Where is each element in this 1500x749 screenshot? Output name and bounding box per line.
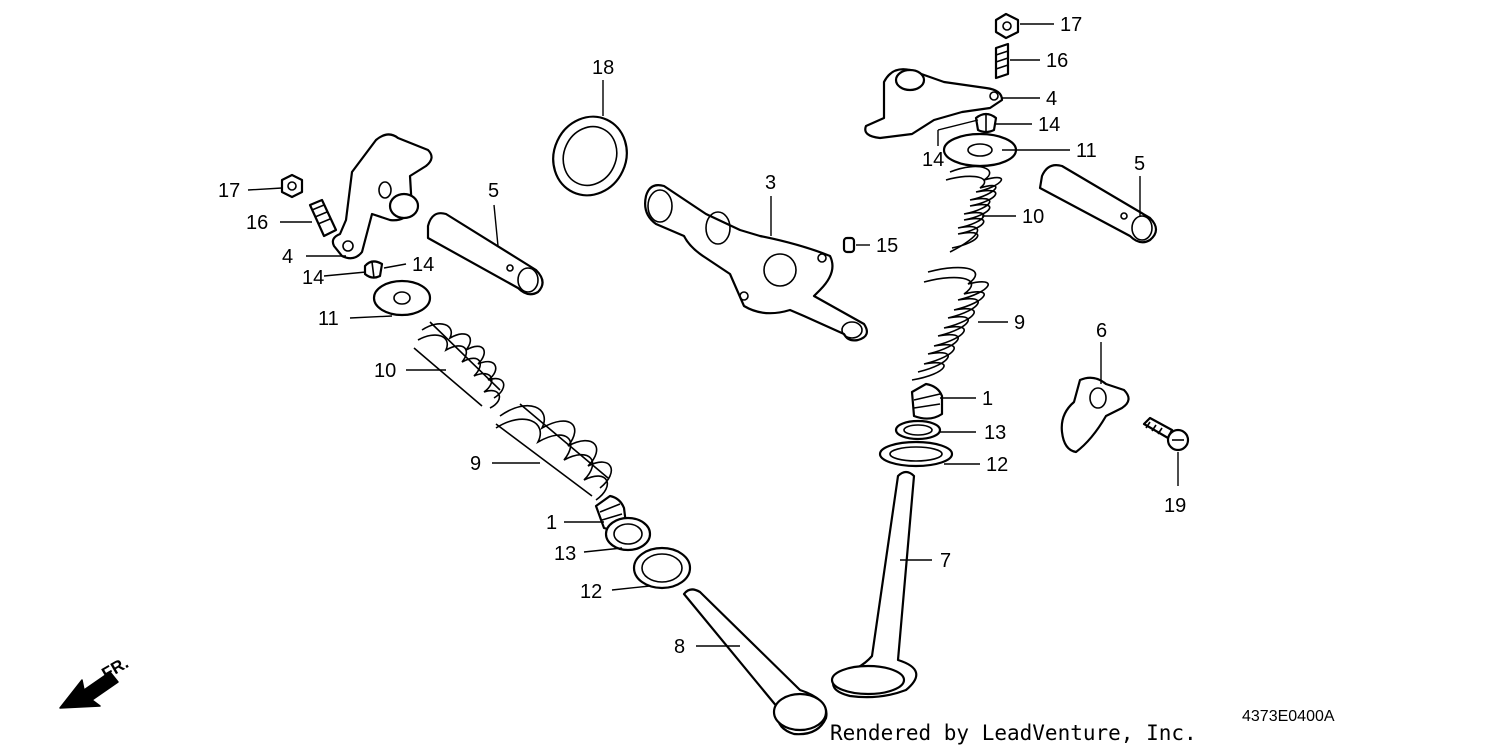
callout-15[interactable]: 15 — [876, 235, 898, 257]
part-intake-valve[interactable] — [830, 470, 918, 699]
part-camshaft-o-ring[interactable] — [540, 105, 639, 208]
callout-1-right[interactable]: 1 — [982, 388, 993, 410]
part-rocker-arm-shaft-left[interactable] — [426, 212, 544, 296]
callout-19[interactable]: 19 — [1164, 495, 1186, 517]
callout-10-right[interactable]: 10 — [1022, 206, 1044, 228]
callout-4-right[interactable]: 4 — [1046, 88, 1057, 110]
part-lock-nut-right[interactable] — [994, 12, 1020, 40]
diagram-code: 4373E0400A — [1242, 708, 1335, 725]
callout-7[interactable]: 7 — [940, 550, 951, 572]
front-direction-marker: FR. — [59, 653, 132, 709]
part-valve-cotter-right[interactable] — [974, 112, 998, 134]
part-lock-nut-left[interactable] — [280, 173, 304, 199]
part-inner-valve-spring-left[interactable] — [495, 403, 612, 501]
callout-18[interactable]: 18 — [592, 57, 614, 79]
callout-6[interactable]: 6 — [1096, 320, 1107, 342]
plate-and-bolt — [1060, 376, 1190, 454]
callout-14-left-b[interactable]: 14 — [412, 254, 434, 276]
part-valve-stem-seal-right[interactable] — [910, 382, 944, 420]
callout-5-left[interactable]: 5 — [488, 180, 499, 202]
callout-14-right-b[interactable]: 14 — [922, 149, 944, 171]
part-exhaust-valve[interactable] — [682, 588, 828, 736]
callout-16-left[interactable]: 16 — [246, 212, 268, 234]
callout-4-left[interactable]: 4 — [282, 246, 293, 268]
callout-12-left[interactable]: 12 — [580, 581, 602, 603]
part-adjusting-screw-right[interactable] — [994, 42, 1010, 80]
callout-5-right[interactable]: 5 — [1134, 153, 1145, 175]
callout-3[interactable]: 3 — [765, 172, 776, 194]
part-inner-valve-spring-right[interactable] — [911, 266, 989, 381]
front-arrow-icon — [59, 671, 119, 709]
callout-17-left[interactable]: 17 — [218, 180, 240, 202]
callout-11-left[interactable]: 11 — [318, 308, 339, 330]
leader-lines — [247, 23, 1179, 647]
callout-13-left[interactable]: 13 — [554, 543, 576, 565]
callout-16-right[interactable]: 16 — [1046, 50, 1068, 72]
part-rocker-arm-left[interactable] — [331, 133, 433, 260]
part-adjusting-screw-left[interactable] — [308, 198, 338, 238]
callout-11-right[interactable]: 11 — [1076, 140, 1097, 162]
callout-12-right[interactable]: 12 — [986, 454, 1008, 476]
callout-labels: 17 16 4 14 14 11 10 9 1 13 12 8 5 18 3 1… — [218, 14, 1186, 658]
right-valve-assembly — [830, 12, 1158, 699]
callout-10-left[interactable]: 10 — [374, 360, 396, 382]
part-dowel-pin[interactable] — [842, 236, 856, 254]
callout-9-left[interactable]: 9 — [470, 453, 481, 475]
part-seat-ring-left[interactable] — [632, 546, 692, 590]
part-spring-seat-washer-left[interactable] — [604, 516, 652, 552]
left-valve-assembly — [280, 133, 828, 736]
callout-14-right-a[interactable]: 14 — [1038, 114, 1060, 136]
callout-8[interactable]: 8 — [674, 636, 685, 658]
callout-1-left[interactable]: 1 — [546, 512, 557, 534]
part-outer-valve-spring-left[interactable] — [413, 321, 505, 409]
credit-text: Rendered by LeadVenture, Inc. — [830, 721, 1197, 745]
part-camshaft[interactable] — [644, 184, 868, 342]
callout-13-right[interactable]: 13 — [984, 422, 1006, 444]
part-spring-retainer-left[interactable] — [372, 279, 432, 317]
camshaft-group — [540, 105, 868, 342]
part-valve-cotter-left[interactable] — [363, 260, 384, 279]
callout-14-left-a[interactable]: 14 — [302, 267, 324, 289]
callout-9-right[interactable]: 9 — [1014, 312, 1025, 334]
part-rocker-arm-right[interactable] — [864, 68, 1004, 140]
part-cam-plate[interactable] — [1060, 376, 1130, 454]
part-outer-valve-spring-right[interactable] — [945, 165, 1003, 253]
part-bolt[interactable] — [1142, 416, 1190, 452]
part-spring-seat-washer-right[interactable] — [894, 419, 942, 441]
part-rocker-arm-shaft-right[interactable] — [1038, 164, 1158, 244]
part-seat-ring-right[interactable] — [878, 440, 954, 468]
callout-17-right[interactable]: 17 — [1060, 14, 1082, 36]
